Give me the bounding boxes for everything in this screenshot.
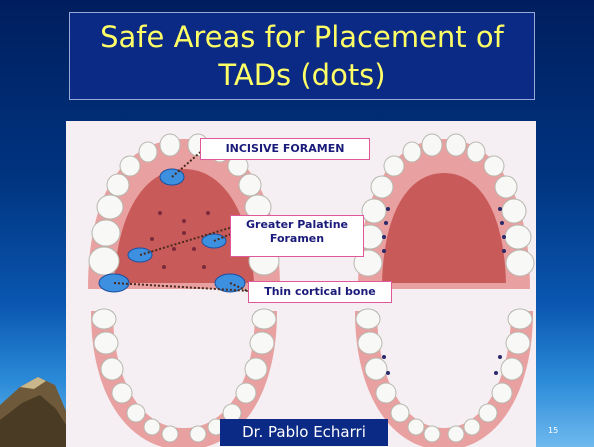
thin-cortical-bone-label: Thin cortical bone: [248, 281, 392, 303]
dental-arch-figure: INCISIVE FORAMEN Greater Palatine Forame…: [66, 121, 536, 447]
slide-title-line2: TADs (dots): [218, 56, 385, 94]
thin-cortical-bone-text: Thin cortical bone: [264, 285, 376, 298]
title-box: Safe Areas for Placement of TADs (dots): [69, 12, 535, 100]
greater-palatine-label: Greater Palatine Foramen: [230, 215, 364, 257]
right-upper-arch: [354, 134, 534, 289]
author-credit: Dr. Pablo Echarri: [220, 419, 388, 446]
greater-palatine-text-1: Greater Palatine: [231, 218, 363, 232]
slide-title-line1: Safe Areas for Placement of: [100, 18, 504, 56]
incisive-foramen-text: INCISIVE FORAMEN: [226, 142, 345, 155]
greater-palatine-text-2: Foramen: [231, 232, 363, 246]
slide-number: 15: [548, 426, 558, 435]
incisive-foramen-label: INCISIVE FORAMEN: [200, 138, 370, 160]
